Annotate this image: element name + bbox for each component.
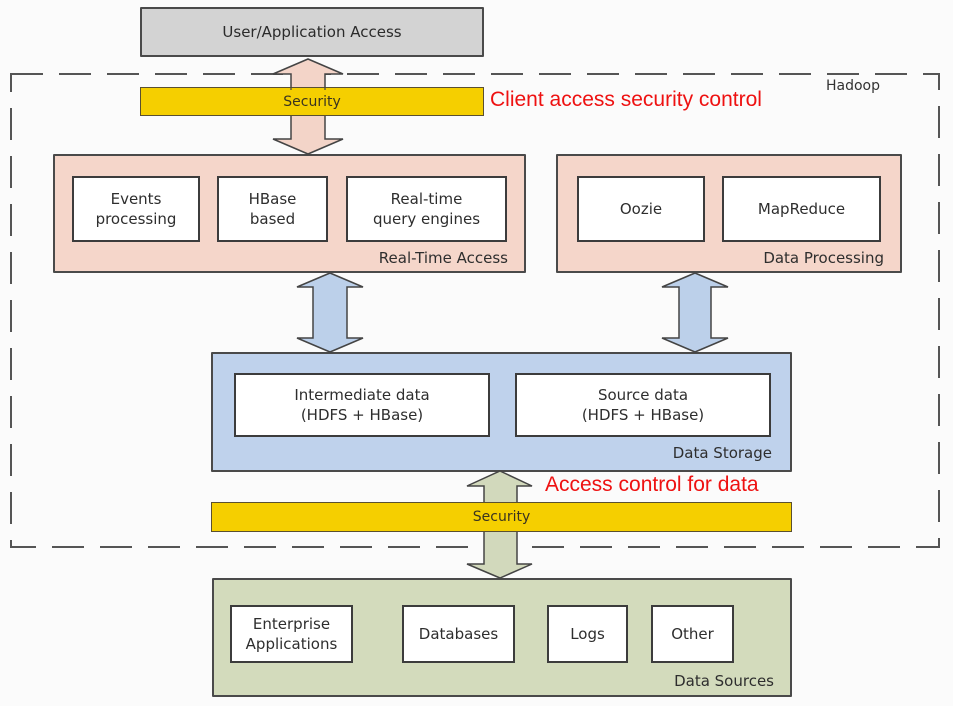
data-sources-label: Data Sources [674, 672, 774, 690]
data-processing-label: Data Processing [763, 249, 884, 267]
storage-item-intermediate-data: Intermediate data (HDFS + HBase) [234, 373, 490, 437]
data-storage-label: Data Storage [672, 444, 772, 462]
data-processing-layer: Oozie MapReduce Data Processing [556, 154, 902, 273]
realtime-item-query-engines: Real-time query engines [346, 176, 507, 242]
realtime-item-events-processing: Events processing [72, 176, 200, 242]
data-sources-layer: Enterprise Applications Databases Logs O… [212, 578, 792, 697]
source-item-enterprise-applications: Enterprise Applications [230, 605, 353, 663]
security-bottom-label: Security [472, 509, 531, 525]
realtime-access-layer: Events processing HBase based Real-time … [53, 154, 526, 273]
security-bar-top: Security [140, 87, 484, 116]
storage-item-source-data: Source data (HDFS + HBase) [515, 373, 771, 437]
user-application-access-label: User/Application Access [222, 23, 402, 41]
realtime-item-hbase-based: HBase based [217, 176, 328, 242]
source-item-databases: Databases [402, 605, 515, 663]
processing-item-oozie: Oozie [577, 176, 705, 242]
source-item-other: Other [651, 605, 734, 663]
security-bar-bottom: Security [211, 502, 792, 532]
processing-item-mapreduce: MapReduce [722, 176, 881, 242]
security-top-label: Security [283, 93, 341, 110]
user-application-access-box: User/Application Access [140, 7, 484, 57]
source-item-logs: Logs [547, 605, 628, 663]
double-arrow-icon [296, 272, 364, 353]
hadoop-label: Hadoop [826, 78, 881, 94]
realtime-access-label: Real-Time Access [378, 249, 508, 267]
double-arrow-icon [661, 272, 729, 353]
annotation-data-access-control: Access control for data [545, 473, 759, 496]
data-storage-layer: Intermediate data (HDFS + HBase) Source … [211, 352, 792, 472]
annotation-client-access-security: Client access security control [490, 88, 762, 111]
